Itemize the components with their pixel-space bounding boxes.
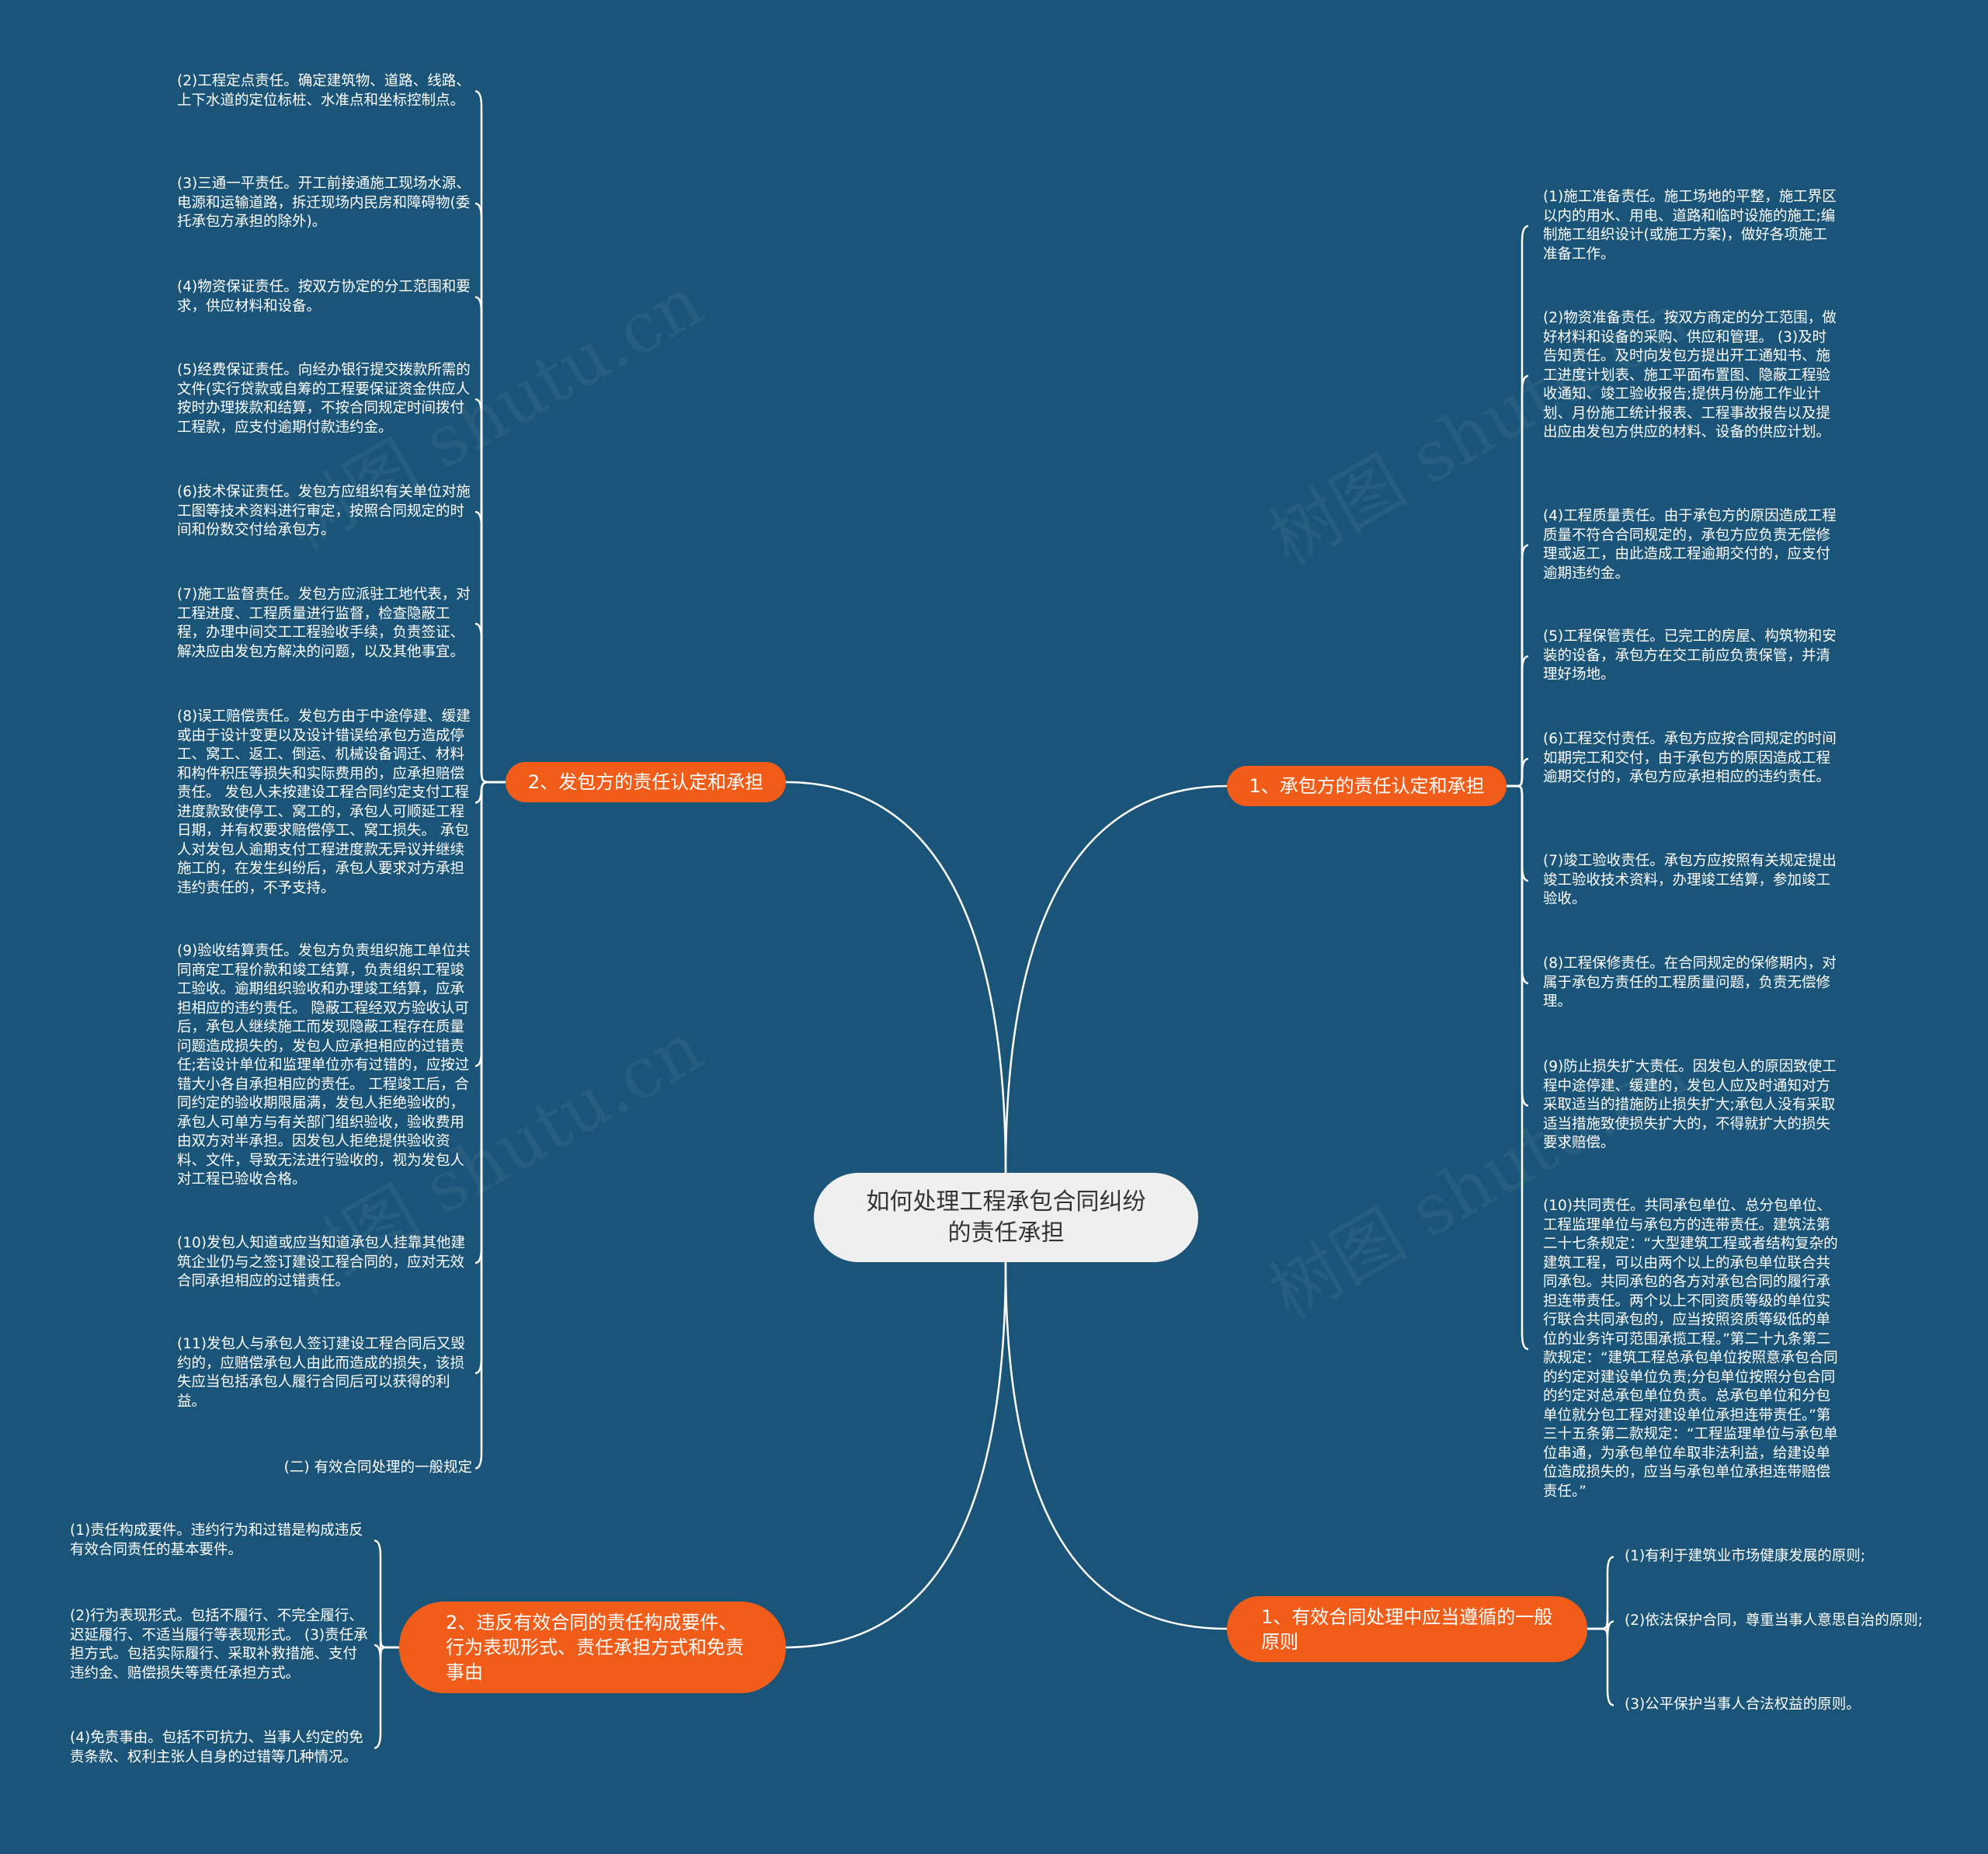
breach-item[interactable]: (2)行为表现形式。包括不履行、不完全履行、迟延履行、不适当履行等表现形式。 (… xyxy=(70,1608,368,1682)
contractor-item[interactable]: (9)防止损失扩大责任。因发包人的原因致使工程中途停建、缓建的，发包人应及时通知… xyxy=(1543,1059,1837,1151)
contractor-item[interactable]: (6)工程交付责任。承包方应按合同规定的时间如期完工和交付，由于承包方的原因造成… xyxy=(1543,731,1837,785)
contractor-connector xyxy=(1507,784,1529,985)
principles-connector xyxy=(1587,1627,1614,1706)
employer-connector xyxy=(474,781,506,1470)
employer-item[interactable]: (4)物资保证责任。按双方协定的分工范围和要求，供应材料和设备。 xyxy=(177,279,471,315)
center-to-contractor xyxy=(1004,784,1228,1174)
center-to-employer xyxy=(785,781,1007,1174)
central-topic-label: 如何处理工程承包合同纠纷的责任承担 xyxy=(866,1188,1146,1247)
employer-connector xyxy=(474,510,506,784)
principles-connector xyxy=(1587,1612,1614,1637)
central-topic[interactable]: 如何处理工程承包合同纠纷的责任承担 xyxy=(814,1173,1198,1262)
branch-principles[interactable]: 1、有效合同处理中应当遵循的一般原则 xyxy=(1227,1596,1587,1662)
employer-item[interactable]: (3)三通一平责任。开工前接通施工现场水源、电源和运输道路，拆迁现场内民房和障碍… xyxy=(177,176,471,230)
branch-employer-label: 2、发包方的责任认定和承担 xyxy=(527,771,764,793)
employer-connector xyxy=(474,781,506,1375)
contractor-item[interactable]: (8)工程保修责任。在合同规定的保修期内，对属于承包方责任的工程质量问题，负责无… xyxy=(1543,955,1837,1010)
contractor-connector xyxy=(1507,784,1529,1351)
employer-connector xyxy=(474,296,506,784)
employer-item[interactable]: (2)工程定点责任。确定建筑物、道路、线路、上下水道的定位标桩、水准点和坐标控制… xyxy=(177,73,471,109)
employer-connector xyxy=(474,90,506,784)
principles-item[interactable]: (3)公平保护当事人合法权益的原则。 xyxy=(1625,1696,1861,1713)
contractor-connector xyxy=(1507,224,1529,788)
contractor-connector xyxy=(1507,655,1529,788)
contractor-connector xyxy=(1507,757,1529,788)
breach-connector xyxy=(374,1539,399,1649)
employer-connector xyxy=(474,781,506,1067)
employer-connector xyxy=(474,781,506,804)
branch-employer[interactable]: 2、发包方的责任认定和承担 xyxy=(506,762,786,802)
contractor-item[interactable]: (7)竣工验收责任。承包方应按照有关规定提出竣工验收技术资料，办理竣工结算，参加… xyxy=(1543,853,1837,907)
employer-connector xyxy=(474,781,506,1264)
branch-principles-label: 1、有效合同处理中应当遵循的一般原则 xyxy=(1261,1605,1553,1653)
breach-item[interactable]: (1)责任构成要件。违约行为和过错是构成违反有效合同责任的基本要件。 xyxy=(70,1522,363,1558)
employer-item[interactable]: (11)发包人与承包人签订建设工程合同后又毁约的，应赔偿承包人由此而造成的损失，… xyxy=(177,1336,465,1410)
employer-connector xyxy=(474,398,506,784)
contractor-connector xyxy=(1507,544,1529,788)
contractor-item[interactable]: (1)施工准备责任。施工场地的平整，施工界区以内的用水、用电、道路和临时设施的施… xyxy=(1543,189,1837,263)
employer-item[interactable]: (10)发包人知道或应当知道承包人挂靠其他建筑企业仍与之签订建设工程合同的，应对… xyxy=(177,1235,465,1289)
contractor-item[interactable]: (4)工程质量责任。由于承包方的原因造成工程质量不符合合同规定的，承包方应负责无… xyxy=(1543,508,1837,582)
employer-item[interactable]: (9)验收结算责任。发包方负责组织施工单位共同商定工程价款和竣工结算，负责组织工… xyxy=(177,943,471,1188)
branch-contractor-label: 1、承包方的责任认定和承担 xyxy=(1249,775,1485,797)
employer-item[interactable]: (5)经费保证责任。向经办银行提交拨款所需的文件(实行贷款或自筹的工程要保证资金… xyxy=(177,362,471,436)
breach-connector xyxy=(374,1631,399,1661)
branch-breach[interactable]: 2、违反有效合同的责任构成要件、行为表现形式、责任承担方式和免责事由 xyxy=(399,1602,786,1693)
principles-connector xyxy=(1587,1556,1614,1630)
employer-item[interactable]: (二) 有效合同处理的一般规定 xyxy=(283,1459,472,1476)
principles-item[interactable]: (1)有利于建筑业市场健康发展的原则; xyxy=(1625,1548,1865,1564)
contractor-item[interactable]: (5)工程保管责任。已完工的房屋、构筑物和安装的设备，承包方在交工前应负责保管，… xyxy=(1543,628,1837,683)
contractor-item[interactable]: (2)物资准备责任。按双方商定的分工范围，做好材料和设备的采购、供应和管理。 (… xyxy=(1543,310,1837,440)
center-to-breach xyxy=(785,1261,1007,1649)
employer-connector xyxy=(474,202,506,784)
breach-connector xyxy=(374,1646,399,1749)
branch-breach-label: 2、违反有效合同的责任构成要件、行为表现形式、责任承担方式和免责事由 xyxy=(446,1612,744,1683)
employer-item[interactable]: (6)技术保证责任。发包方应组织有关单位对施工图等技术资料进行审定，按照合同规定… xyxy=(177,484,471,538)
contractor-item[interactable]: (10)共同责任。共同承包单位、总分包单位、工程监理单位与承包方的连带责任。建筑… xyxy=(1543,1198,1838,1500)
employer-item[interactable]: (7)施工监督责任。发包方应派驻工地代表，对工程进度、工程质量进行监督，检查隐蔽… xyxy=(177,586,471,660)
employer-connector xyxy=(474,622,506,784)
breach-item[interactable]: (4)免责事由。包括不可抗力、当事人约定的免责条款、权利主张人自身的过错等几种情… xyxy=(70,1730,363,1765)
contractor-connector xyxy=(1507,784,1529,1107)
principles-item[interactable]: (2)依法保护合同，尊重当事人意思自治的原则; xyxy=(1625,1612,1923,1629)
employer-item[interactable]: (8)误工赔偿责任。发包方由于中途停建、缓建或由于设计变更以及设计错误给承包方造… xyxy=(177,708,471,896)
contractor-connector xyxy=(1507,374,1529,788)
contractor-connector xyxy=(1507,784,1529,882)
branch-contractor[interactable]: 1、承包方的责任认定和承担 xyxy=(1227,766,1507,806)
center-to-principles xyxy=(1004,1261,1228,1630)
